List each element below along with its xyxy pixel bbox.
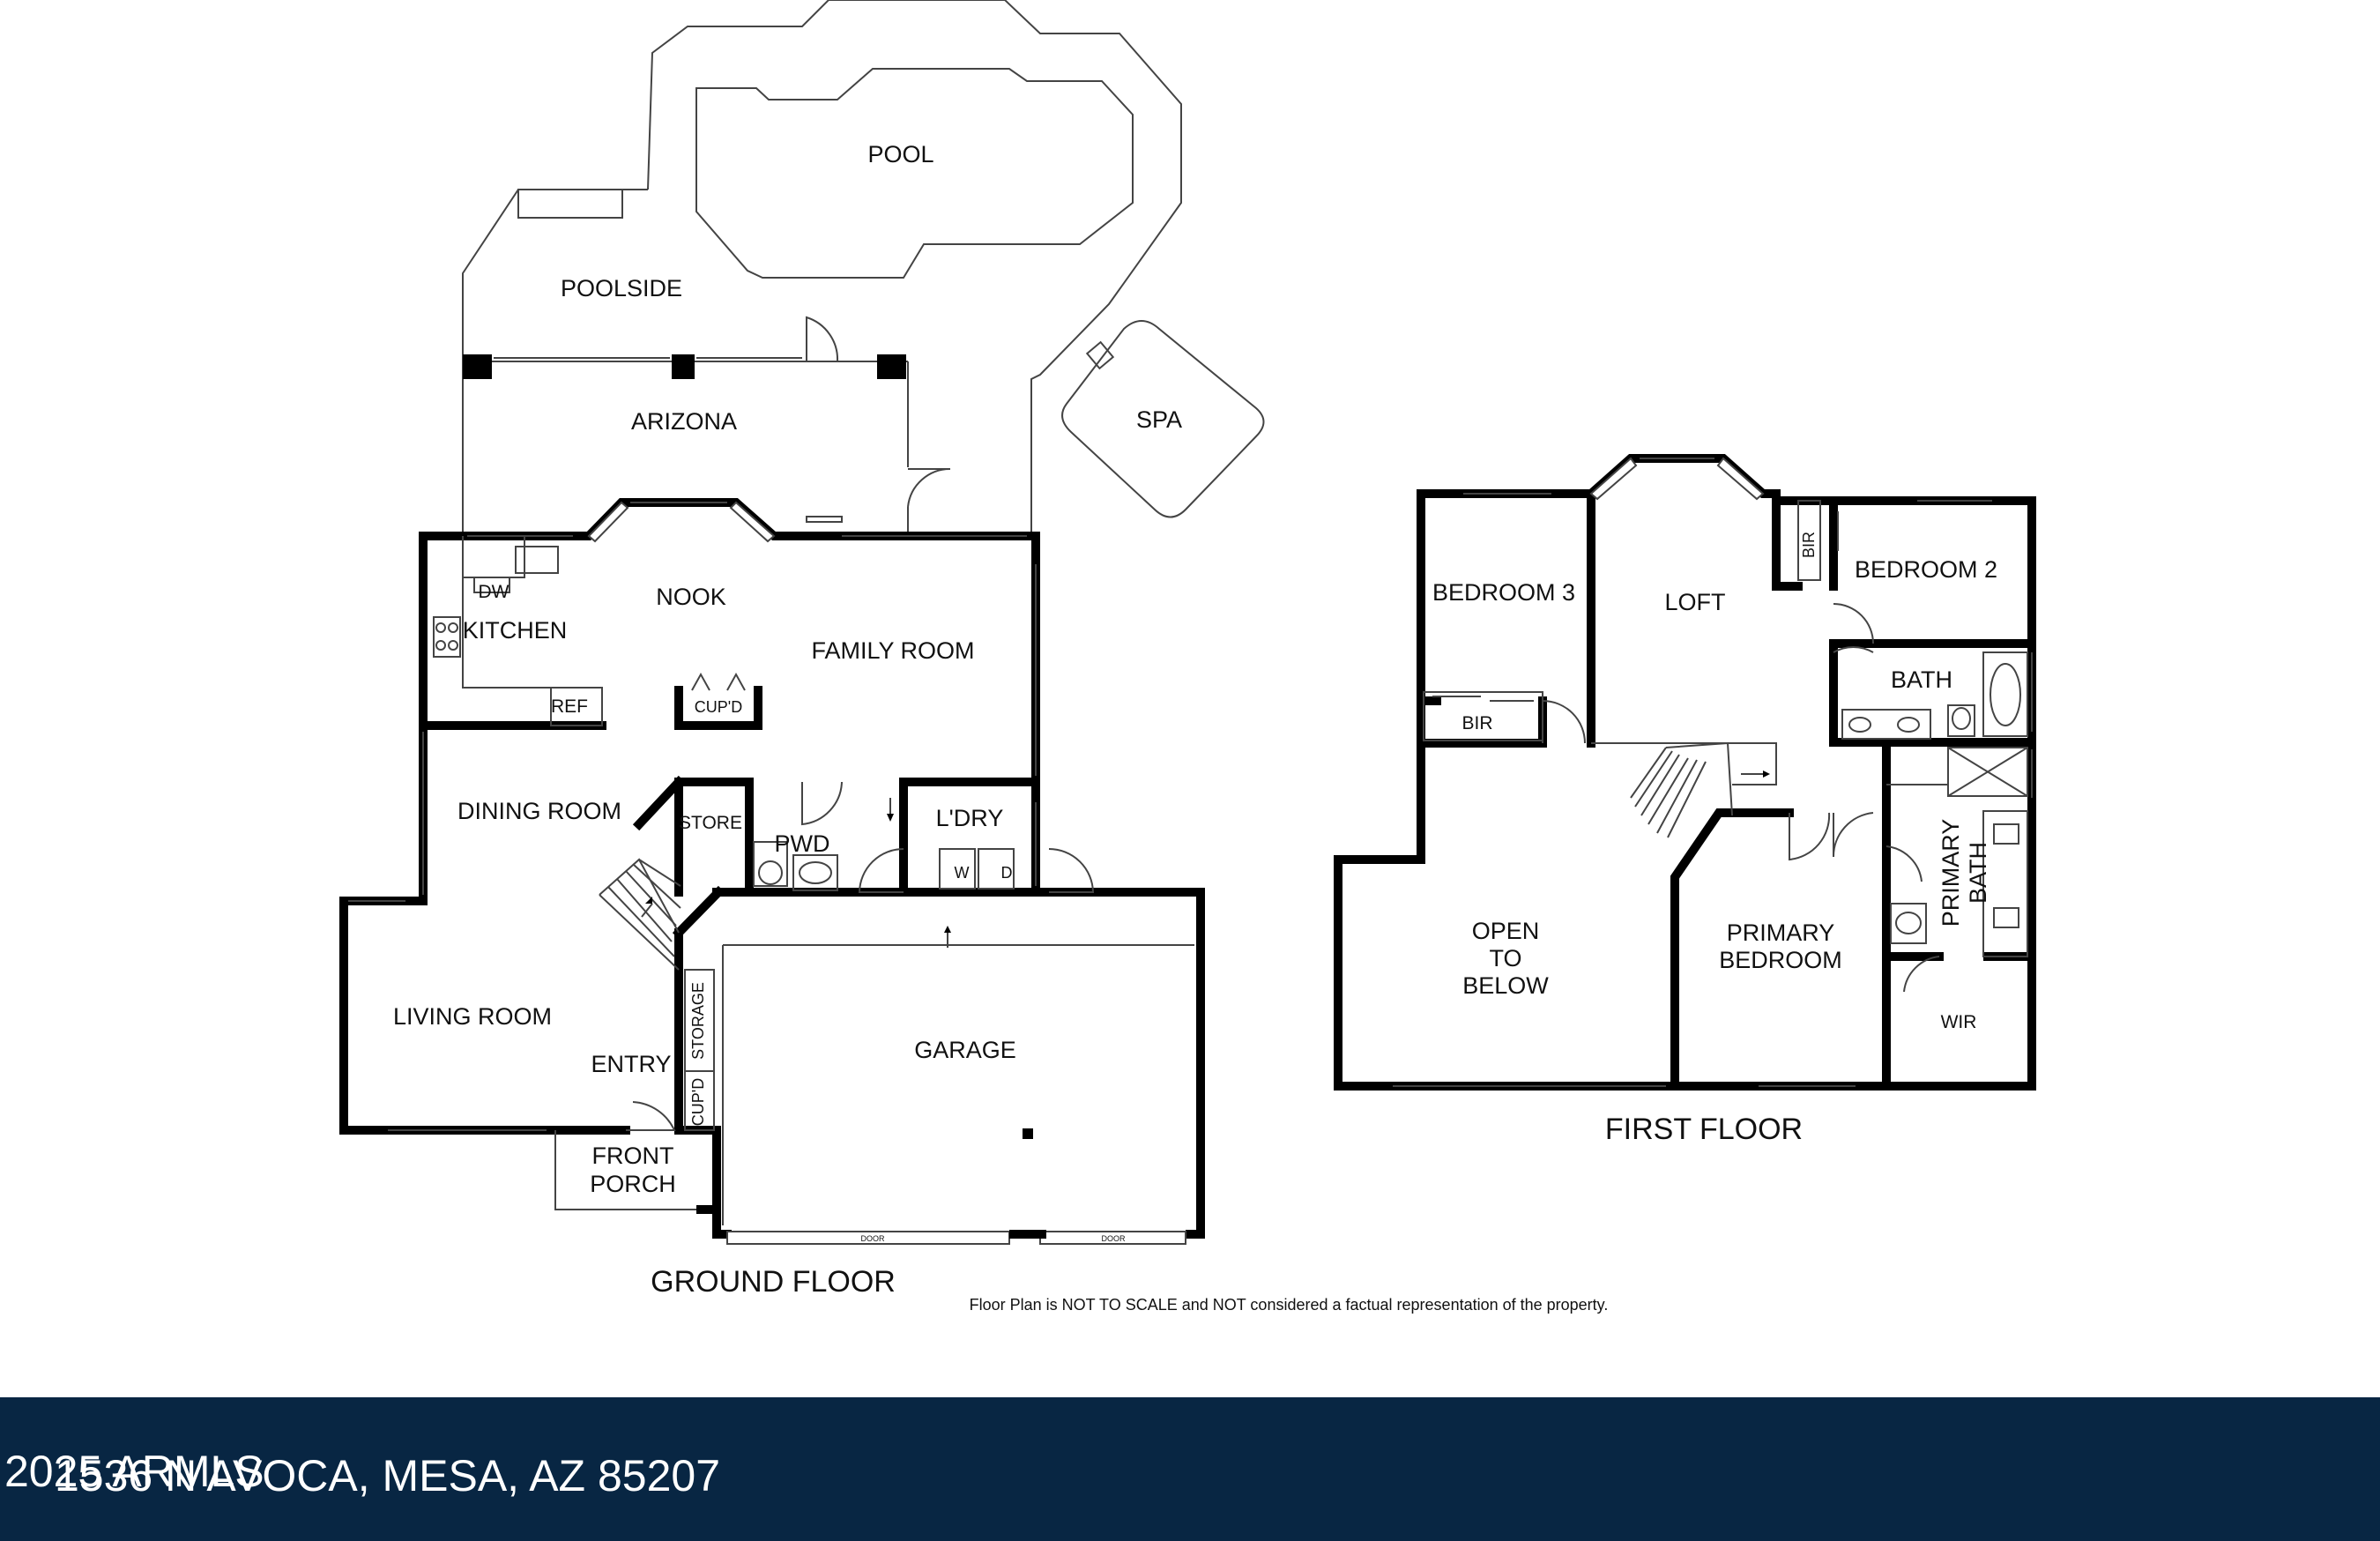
label-store: STORE	[679, 813, 742, 833]
label-ref: REF	[551, 696, 588, 717]
ground-stairs	[599, 858, 681, 971]
first-floor-fixtures	[1423, 500, 2028, 957]
label-living-room: LIVING ROOM	[393, 1003, 552, 1030]
label-entry: ENTRY	[591, 1051, 671, 1077]
garage-details	[722, 926, 1194, 1245]
label-garage-door-1: DOOR	[861, 1234, 886, 1243]
ground-floor-windows	[348, 501, 1037, 1131]
label-spa: SPA	[1136, 406, 1182, 433]
label-pool: POOL	[867, 141, 933, 168]
ground-floor-walls	[339, 498, 1205, 1239]
label-bir-b3: BIR	[1461, 713, 1492, 733]
label-garage-door-2: DOOR	[1102, 1234, 1127, 1243]
first-floor-doors	[1542, 603, 1940, 993]
label-front-porch-1: FRONT	[592, 1143, 674, 1169]
label-open-2: TO	[1489, 945, 1521, 972]
laundry-fixtures	[858, 798, 1095, 893]
label-bedroom3: BEDROOM 3	[1432, 579, 1575, 606]
powder-room-fixtures	[753, 781, 843, 891]
label-dryer: D	[1001, 864, 1013, 882]
ground-floor-title: GROUND FLOOR	[651, 1265, 896, 1299]
label-pwd: PWD	[775, 830, 830, 857]
label-cupd-nook: CUP'D	[695, 698, 742, 716]
label-front-porch-2: PORCH	[590, 1171, 676, 1197]
label-primary-bedroom-1: PRIMARY	[1727, 919, 1835, 946]
first-floor-windows	[1393, 457, 2033, 1087]
label-garage: GARAGE	[914, 1037, 1016, 1063]
kitchen-fixtures	[433, 536, 603, 726]
label-open-1: OPEN	[1472, 918, 1540, 944]
label-primary-bath-2: BATH	[1965, 842, 1991, 904]
label-kitchen: KITCHEN	[463, 617, 568, 644]
entry-cupboard	[684, 1070, 715, 1131]
copyright-notice: 2025 ARMLS	[4, 1447, 264, 1496]
first-floor-walls	[1334, 454, 2036, 1091]
label-washer: W	[955, 864, 970, 882]
label-cupd-entry: CUP'D	[689, 1078, 707, 1126]
arizona-room-walls	[462, 316, 951, 536]
label-bedroom2: BEDROOM 2	[1855, 556, 1997, 583]
label-poolside: POOLSIDE	[561, 275, 682, 302]
disclaimer: Floor Plan is NOT TO SCALE and NOT consi…	[970, 1296, 1609, 1314]
label-storage: STORAGE	[689, 982, 707, 1060]
label-arizona: ARIZONA	[631, 408, 737, 435]
label-primary-bedroom-2: BEDROOM	[1719, 947, 1842, 973]
first-floor-title: FIRST FLOOR	[1605, 1113, 1803, 1146]
label-dw: DW	[479, 582, 509, 602]
label-dining-room: DINING ROOM	[457, 798, 621, 824]
entry-door	[626, 1101, 676, 1131]
label-ldry: L'DRY	[936, 805, 1004, 831]
pool-outline	[695, 68, 1134, 279]
listing-address: 1536 N AVOCA, MESA, AZ 85207	[55, 1451, 721, 1500]
first-floor-stairs	[1591, 741, 1777, 838]
pool-deck	[462, 0, 1182, 536]
footer-bar	[0, 1397, 2380, 1541]
label-bath: BATH	[1891, 666, 1952, 693]
label-loft: LOFT	[1664, 589, 1725, 615]
nook-cupboard	[674, 672, 762, 730]
label-wir: WIR	[1941, 1012, 1977, 1032]
spa-outline	[1061, 320, 1265, 518]
label-open-3: BELOW	[1462, 972, 1549, 999]
label-nook: NOOK	[656, 584, 726, 610]
label-bir-b2: BIR	[1800, 532, 1818, 558]
spa-step	[1085, 340, 1115, 370]
label-family-room: FAMILY ROOM	[811, 637, 974, 664]
label-primary-bath-1: PRIMARY	[1937, 819, 1964, 927]
